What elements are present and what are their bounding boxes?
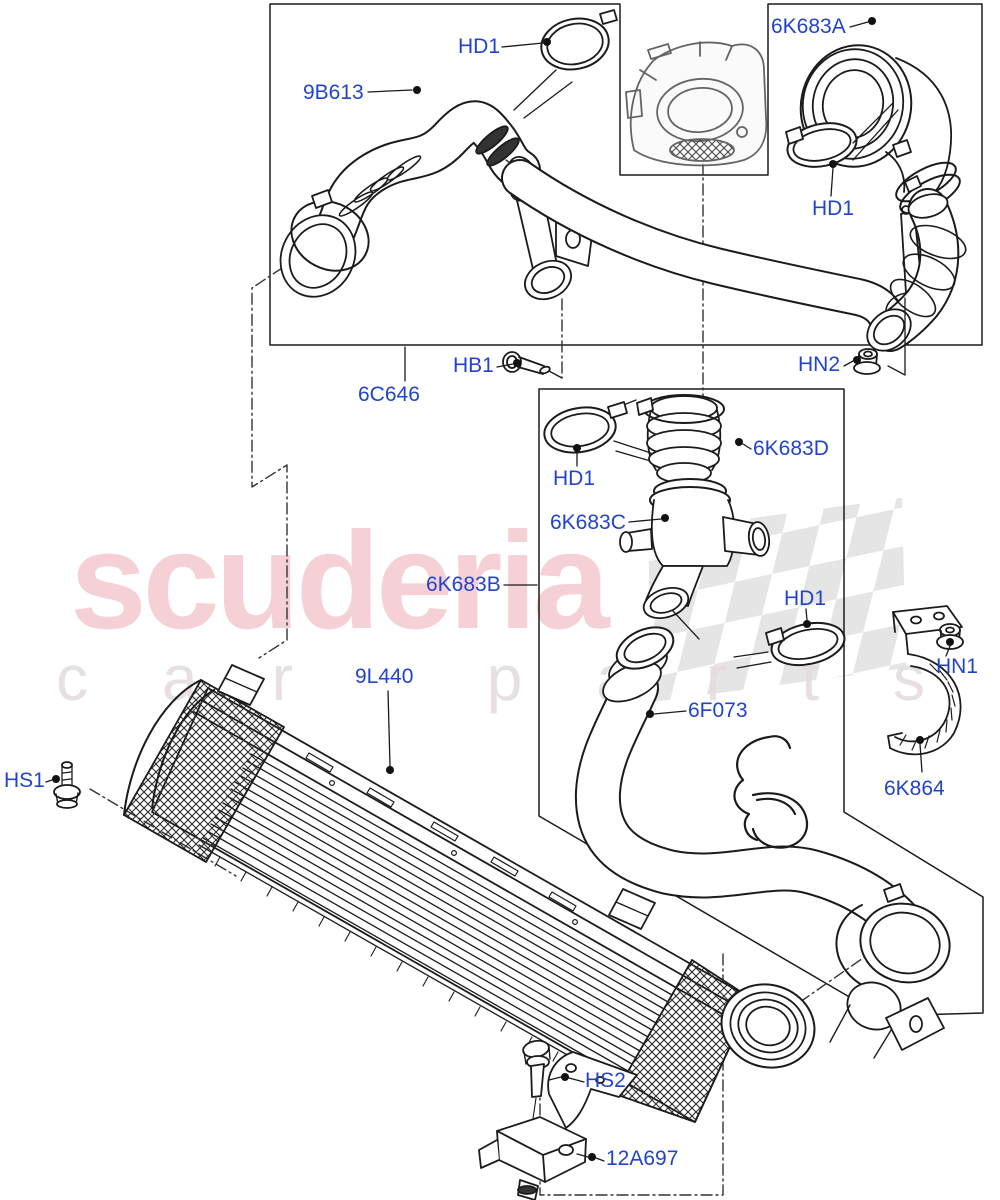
hose-6k683a-lower (866, 188, 967, 352)
elbow-clamp-band (799, 44, 913, 168)
leader-lines (45, 21, 951, 1162)
intercooler-right-end-tank (614, 959, 753, 1123)
part-label-6k683a: 6K683A (771, 15, 846, 38)
boot-6k683d (636, 394, 725, 484)
duct-assembly-6k683a (785, 44, 967, 352)
intercooler-rail-slots (305, 752, 578, 925)
intercooler-9l440 (123, 664, 945, 1123)
duct-assembly-6k683b (543, 394, 951, 989)
spring-clip (733, 735, 809, 849)
leader-dots (52, 17, 954, 1161)
hose-9b613 (279, 100, 541, 298)
intercooler-core-tubes (198, 753, 673, 1086)
hose-end-cuff (475, 125, 509, 155)
part-label-6k683d: 6K683D (753, 437, 829, 460)
hose-long-sweep (501, 159, 908, 346)
part-label-hn2: HN2 (798, 353, 841, 376)
clamp-hd1-top-right (785, 102, 899, 168)
bolt-hb1 (502, 351, 551, 375)
part-label-hn1: HN1 (936, 655, 979, 678)
part-label-hb1: HB1 (453, 354, 494, 377)
end-clamp-band (835, 904, 869, 989)
duct-6f073 (574, 626, 951, 989)
part-label-9b613: 9B613 (303, 81, 364, 104)
part-label-12a697: 12A697 (606, 1147, 679, 1170)
part-label-hd1-top-right: HD1 (812, 197, 855, 220)
clamp-hd1-mid-right (733, 621, 846, 669)
bolt-hs1 (53, 761, 81, 809)
intercooler-mount-pegs (217, 664, 656, 930)
duct-6f073-end (859, 902, 951, 984)
intercooler-inlet-stub (829, 981, 945, 1059)
sensor-12a697 (478, 1116, 587, 1200)
dashline-hose-to-port (799, 955, 867, 1003)
dashline-duct-to-intercooler (251, 255, 301, 659)
part-label-hs1: HS1 (4, 769, 45, 792)
part-label-6c646: 6C646 (358, 383, 420, 406)
part-label-6k683c: 6K683C (550, 511, 626, 534)
nut-hn1 (936, 623, 964, 650)
sensor-bracket (547, 1051, 638, 1129)
watermark-brand-text: scuderia (70, 504, 611, 658)
part-label-hd1-mid-left: HD1 (553, 467, 596, 490)
part-label-hd1-mid-right: HD1 (784, 587, 827, 610)
clamp-hd1-mid-left (543, 399, 655, 463)
part-label-9l440: 9L440 (355, 665, 414, 688)
part-label-6k683b: 6K683B (426, 573, 501, 596)
part-label-hs2: HS2 (585, 1069, 626, 1092)
intercooler-left-end-tank (123, 679, 285, 863)
throttle-body (625, 41, 768, 167)
part-label-6f073: 6F073 (688, 699, 748, 722)
intercooler-outlet-port (720, 983, 816, 1069)
tpipe-6k683c (619, 478, 771, 640)
box-6c646 (269, 3, 983, 346)
part-label-6k864: 6K864 (884, 777, 945, 800)
part-label-hd1-top-left: HD1 (458, 35, 501, 58)
clamp-hd1-top-left (513, 9, 618, 119)
intercooler-fins (214, 856, 585, 1077)
